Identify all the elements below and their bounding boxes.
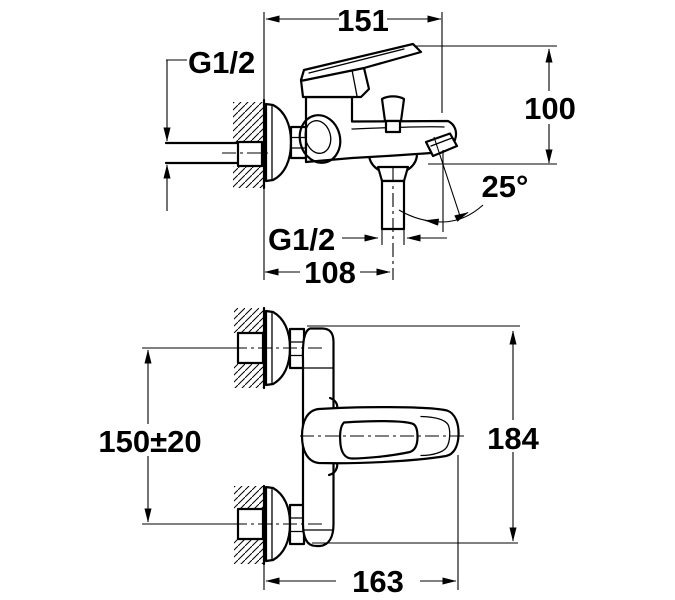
body-joint-lines — [302, 367, 334, 531]
dim-151: 151 — [265, 3, 442, 38]
ext-overall-height — [307, 325, 520, 544]
dim-151-label: 151 — [337, 3, 389, 38]
handle-cap-line — [351, 69, 358, 97]
wall-hatch — [234, 539, 264, 564]
diverter-knob — [380, 95, 406, 123]
dim-shower-thread: G1/2 — [268, 222, 447, 257]
cartridge-detail — [298, 114, 342, 164]
ext-inlet-spacing — [142, 347, 242, 525]
spout-edge-line — [351, 126, 445, 130]
handle-grip-detail — [339, 420, 419, 460]
overall-height-label: 184 — [487, 421, 539, 456]
lever-handle-front — [300, 406, 460, 465]
inlet-thread-label: G1/2 — [188, 45, 255, 80]
ext-height — [415, 45, 557, 165]
ext-overall-width — [263, 455, 459, 590]
spout-angle-label: 25° — [482, 169, 529, 204]
nut-facets — [290, 136, 307, 149]
inlet-pipe — [164, 141, 240, 165]
handle-end-contour — [420, 415, 451, 457]
dim-184: 184 — [487, 330, 540, 542]
dim-inlet-thread: G1/2 — [163, 45, 255, 211]
wall-hatch — [234, 308, 264, 333]
dim-108-label: 108 — [304, 255, 356, 290]
nut-facets — [289, 517, 305, 533]
lever-edge-line — [308, 48, 405, 74]
spout-swivel-line — [433, 136, 462, 220]
lever-handle — [299, 42, 423, 82]
nut-facets — [289, 341, 305, 357]
dim-163: 163 — [265, 564, 457, 599]
dim-spout-angle: 25° — [398, 169, 529, 226]
ext-pipe — [381, 229, 405, 245]
wall-hatch — [234, 363, 264, 388]
diverter-knob-stem — [384, 119, 402, 134]
shower-thread-label: G1/2 — [268, 222, 335, 257]
dim-108: 108 — [264, 255, 391, 290]
side-view: 151 100 G1/2 25° G1/2 — [163, 3, 576, 290]
inlet-spacing-label: 150±20 — [98, 424, 201, 459]
dim-100: 100 — [524, 48, 576, 164]
cartridge-detail-inner — [304, 120, 332, 154]
dim-150: 150±20 — [98, 349, 202, 523]
aerator-line — [430, 137, 453, 147]
escutcheon — [264, 102, 293, 183]
overall-width-label: 163 — [352, 564, 404, 599]
wall-hatch — [233, 102, 264, 142]
dim-100-label: 100 — [524, 91, 576, 126]
pipe-fitting — [236, 140, 264, 168]
wall-hatch — [233, 166, 264, 188]
front-view: 150±20 184 163 — [98, 306, 540, 599]
wall-hatch — [234, 486, 264, 509]
